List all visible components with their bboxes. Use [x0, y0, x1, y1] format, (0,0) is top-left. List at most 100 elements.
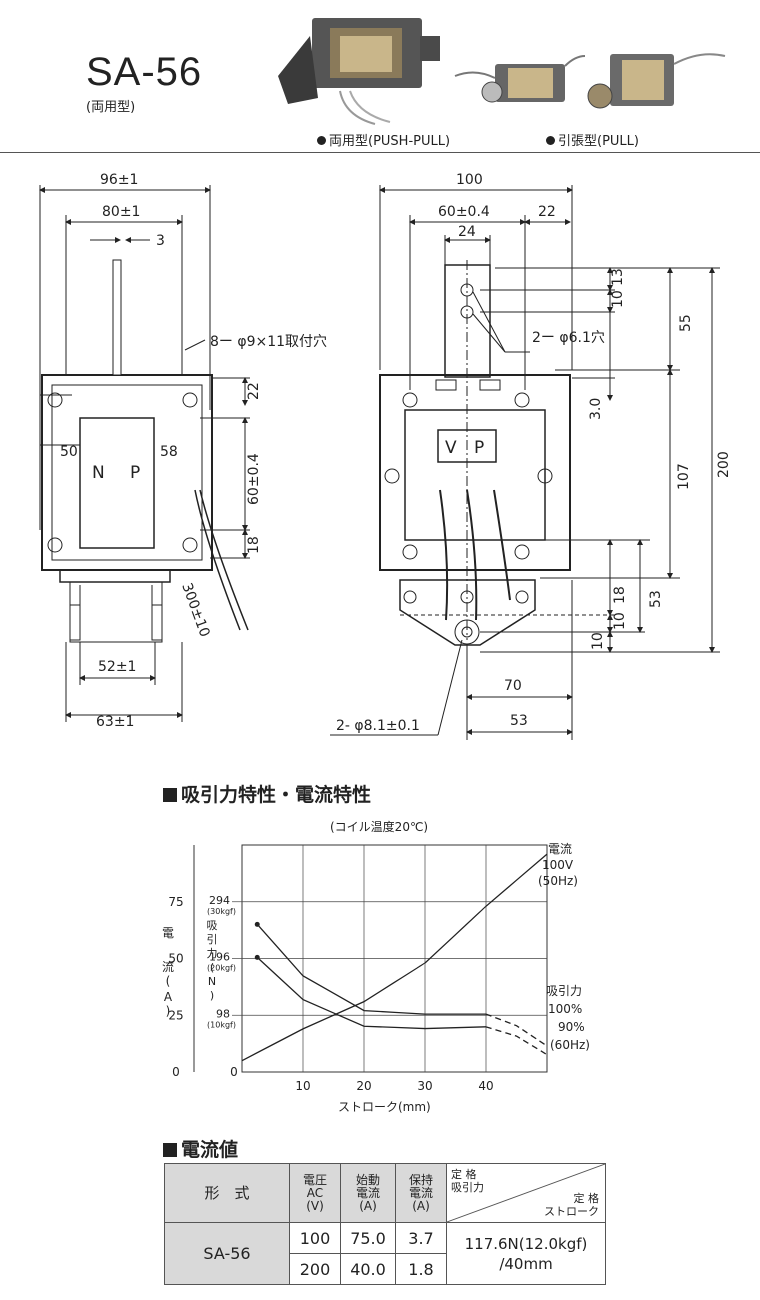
cell-rated: 117.6N(12.0kgf)/40mm — [446, 1222, 606, 1285]
chart-series — [241, 853, 548, 1062]
dim-53-bottom: 53 — [510, 713, 528, 729]
left-axis-label-char: 電 — [162, 926, 174, 940]
small-push-pull-photo — [454, 55, 586, 103]
dim-3: 3 — [156, 233, 165, 249]
dim-70: 70 — [504, 678, 522, 694]
cell-voltage: 200 — [289, 1253, 341, 1285]
cell-start-current: 75.0 — [340, 1222, 396, 1254]
right-axis-label: 吸引力(N) — [207, 919, 218, 1002]
pin-hole-note: 2ー φ6.1穴 — [532, 330, 605, 346]
table-row: SA-56 100 75.0 3.7 117.6N(12.0kgf)/40mm — [164, 1222, 606, 1285]
current-label-line3: (50Hz) — [538, 874, 578, 888]
dim-80: 80±1 — [102, 204, 140, 220]
current-series-label: 電流 100V (50Hz) — [538, 842, 578, 888]
left-axis-label-char: 流 — [162, 960, 174, 974]
left-axis-label-char: A — [164, 990, 173, 1004]
square-bullet-icon — [163, 1143, 177, 1157]
coil-label-n: N — [92, 463, 105, 483]
dim-63: 63±1 — [96, 714, 134, 730]
left-tick-label: 50 — [168, 952, 183, 966]
left-axis-label-char: ( — [166, 974, 171, 988]
header-rated-stroke: 定 格ストローク — [544, 1192, 599, 1218]
left-tick-label: 25 — [168, 1008, 183, 1022]
x-axis-label: ストローク(mm) — [338, 1100, 431, 1114]
caption-push-pull: 両用型(PUSH-PULL) — [317, 130, 450, 149]
series-start-point — [254, 954, 260, 960]
dim-58: 58 — [160, 444, 178, 460]
right-axis-label-char: ( — [210, 961, 214, 974]
kgf-tick-label: (30kgf) — [207, 907, 236, 916]
header-divider — [0, 152, 760, 153]
force-label-line4: (60Hz) — [550, 1038, 590, 1052]
cell-voltage: 100 — [289, 1222, 341, 1254]
series-start-point — [254, 921, 260, 927]
right-view-labels: 100 60±0.4 22 24 2ー φ6.1穴 13 10 55 3.0 2… — [336, 172, 732, 734]
kgf-axis-ticks: (30kgf)(20kgf)(10kgf) — [207, 907, 236, 1030]
dim-22-right: 22 — [538, 204, 556, 220]
header-rated: 定 格吸引力 定 格ストローク — [446, 1163, 606, 1223]
left-axis-label: 電流(A) — [162, 926, 174, 1018]
bullet-icon — [317, 136, 326, 145]
force-series-label: 吸引力 100% 90% (60Hz) — [546, 984, 590, 1052]
series-line-current — [241, 853, 548, 1062]
header-rated-force: 定 格吸引力 — [451, 1168, 484, 1194]
cell-hold-current: 1.8 — [395, 1253, 447, 1285]
dim-100: 100 — [456, 172, 483, 188]
square-bullet-icon — [163, 788, 177, 802]
x-tick-label: 40 — [478, 1079, 493, 1093]
right-tick-label: 294 — [209, 894, 230, 907]
dim-13: 13 — [610, 268, 626, 286]
dimension-drawing: 96±1 80±1 3 8ー φ9×11取付穴 22 60±0.4 18 50 … — [39, 172, 732, 740]
pull-photo — [587, 53, 726, 109]
right-axis-label-char: 吸 — [207, 919, 218, 932]
force-label-line1: 吸引力 — [546, 984, 582, 998]
dim-96: 96±1 — [100, 172, 138, 188]
dim-200: 200 — [716, 451, 732, 478]
coil-label-p-right: P — [474, 438, 484, 458]
dim-300: 300±10 — [178, 581, 212, 639]
dim-52: 52±1 — [98, 659, 136, 675]
dim-53-right: 53 — [648, 590, 664, 608]
series-line-force-90 — [256, 956, 487, 1030]
left-tick-label: 0 — [172, 1065, 180, 1079]
right-axis-label-char: N — [208, 975, 216, 988]
dim-10-bottom: 10 — [590, 632, 606, 650]
header-model: 形 式 — [164, 1163, 290, 1223]
coil-label-v: V — [445, 438, 457, 458]
force-label-line3: 90% — [558, 1020, 585, 1034]
current-label-line2: 100V — [542, 858, 574, 872]
chart-section-title: 吸引力特性・電流特性 — [163, 780, 371, 807]
cell-model: SA-56 — [164, 1222, 290, 1285]
left-view-labels: 96±1 80±1 3 8ー φ9×11取付穴 22 60±0.4 18 50 … — [60, 172, 327, 730]
x-tick-label: 20 — [356, 1079, 371, 1093]
cell-hold-current: 3.7 — [395, 1222, 447, 1254]
right-axis-label-char: 力 — [207, 947, 218, 960]
right-tick-label: 196 — [209, 951, 230, 964]
cell-start-current: 40.0 — [340, 1253, 396, 1285]
coil-label-p: P — [130, 463, 140, 483]
link-hole-note: 2- φ8.1±0.1 — [336, 718, 420, 734]
table-row: 200 40.0 1.8 — [165, 1253, 606, 1285]
product-photos — [278, 18, 726, 125]
x-zero-label: 0 — [230, 1065, 238, 1079]
series-line-force-dashed — [485, 1013, 548, 1047]
force-label-line2: 100% — [548, 1002, 582, 1016]
dim-60-left: 60±0.4 — [246, 453, 262, 505]
x-tick-label: 10 — [295, 1079, 310, 1093]
header-start-current: 始動電流(A) — [340, 1163, 396, 1223]
right-axis-label-char: 引 — [207, 932, 218, 946]
dim-10-top: 10 — [610, 290, 626, 308]
caption-pull: 引張型(PULL) — [546, 130, 639, 149]
push-pull-photo — [278, 18, 440, 125]
kgf-tick-label: (20kgf) — [207, 964, 236, 973]
table-section-title: 電流値 — [163, 1135, 238, 1162]
model-type: (両用型) — [86, 100, 136, 115]
chart-grid — [193, 844, 548, 1073]
dim-22-left: 22 — [246, 382, 262, 400]
